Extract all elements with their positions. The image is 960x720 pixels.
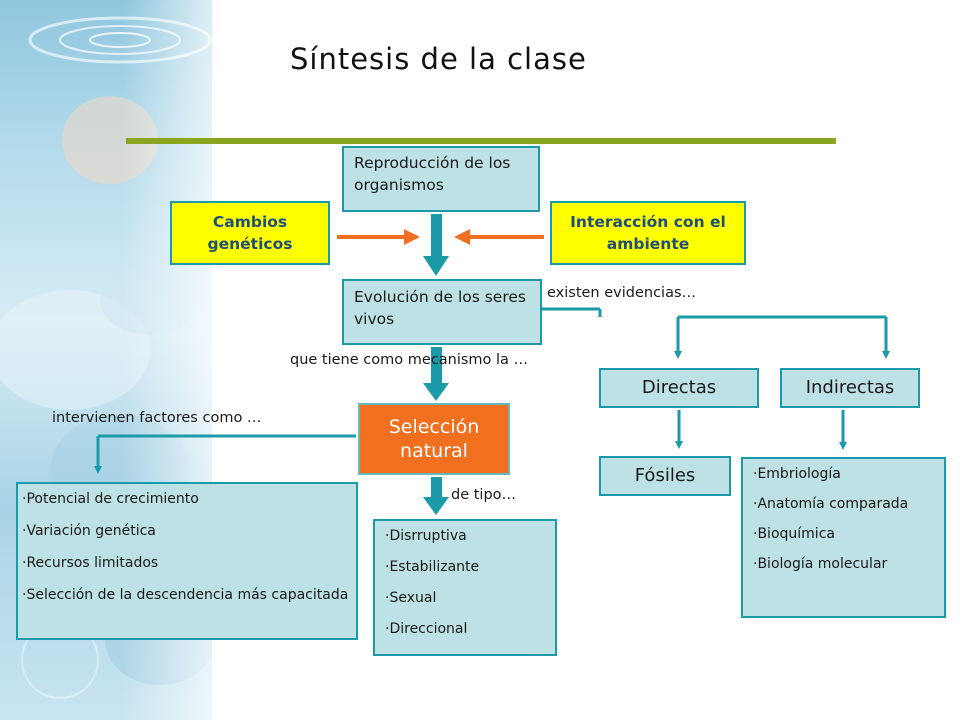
list-item: ·Selección de la descendencia más capaci… (22, 587, 349, 603)
node-fosiles: Fósiles (599, 456, 731, 496)
list-evidencias-indirectas: ·Embriología ·Anatomía comparada ·Bioquí… (741, 457, 946, 618)
node-cambios-geneticos: Cambios genéticos (170, 201, 330, 265)
arrow-repro-to-evol (423, 214, 449, 276)
node-seleccion-natural: Selección natural (358, 403, 510, 475)
list-item: ·Estabilizante (385, 559, 480, 575)
list-factores: ·Potencial de crecimiento ·Variación gen… (16, 482, 358, 640)
node-directas: Directas (599, 368, 759, 408)
list-item: ·Direccional (385, 621, 468, 637)
node-reproduccion: Reproducción de los organismos (342, 146, 540, 212)
arrow-cambios (337, 229, 420, 245)
list-item: ·Biología molecular (753, 556, 888, 572)
arrow-seleccion-to-tipo (423, 477, 449, 515)
list-item: ·Embriología (753, 466, 841, 482)
list-item: ·Bioquímica (753, 526, 835, 542)
label-intervienen: intervienen factores como … (52, 410, 262, 426)
node-indirectas: Indirectas (780, 368, 920, 408)
list-item: ·Recursos limitados (22, 555, 159, 571)
connector-evidencias (542, 307, 890, 359)
label-existen-evidencias: existen evidencias… (547, 285, 697, 301)
list-item: ·Disrruptiva (385, 528, 467, 544)
list-item: ·Variación genética (22, 523, 156, 539)
list-item: ·Potencial de crecimiento (22, 491, 199, 507)
label-de-tipo: de tipo… (451, 487, 517, 503)
label-mecanismo: que tiene como mecanismo la … (290, 352, 529, 368)
node-evolucion: Evolución de los seres vivos (342, 279, 542, 345)
list-item: ·Anatomía comparada (753, 496, 909, 512)
list-tipos: ·Disrruptiva ·Estabilizante ·Sexual ·Dir… (373, 519, 557, 656)
title-divider (126, 138, 836, 144)
page-title: Síntesis de la clase (290, 42, 587, 76)
node-interaccion-ambiente: Interacción con el ambiente (550, 201, 746, 265)
list-item: ·Sexual (385, 590, 437, 606)
arrow-interaccion (454, 229, 544, 245)
